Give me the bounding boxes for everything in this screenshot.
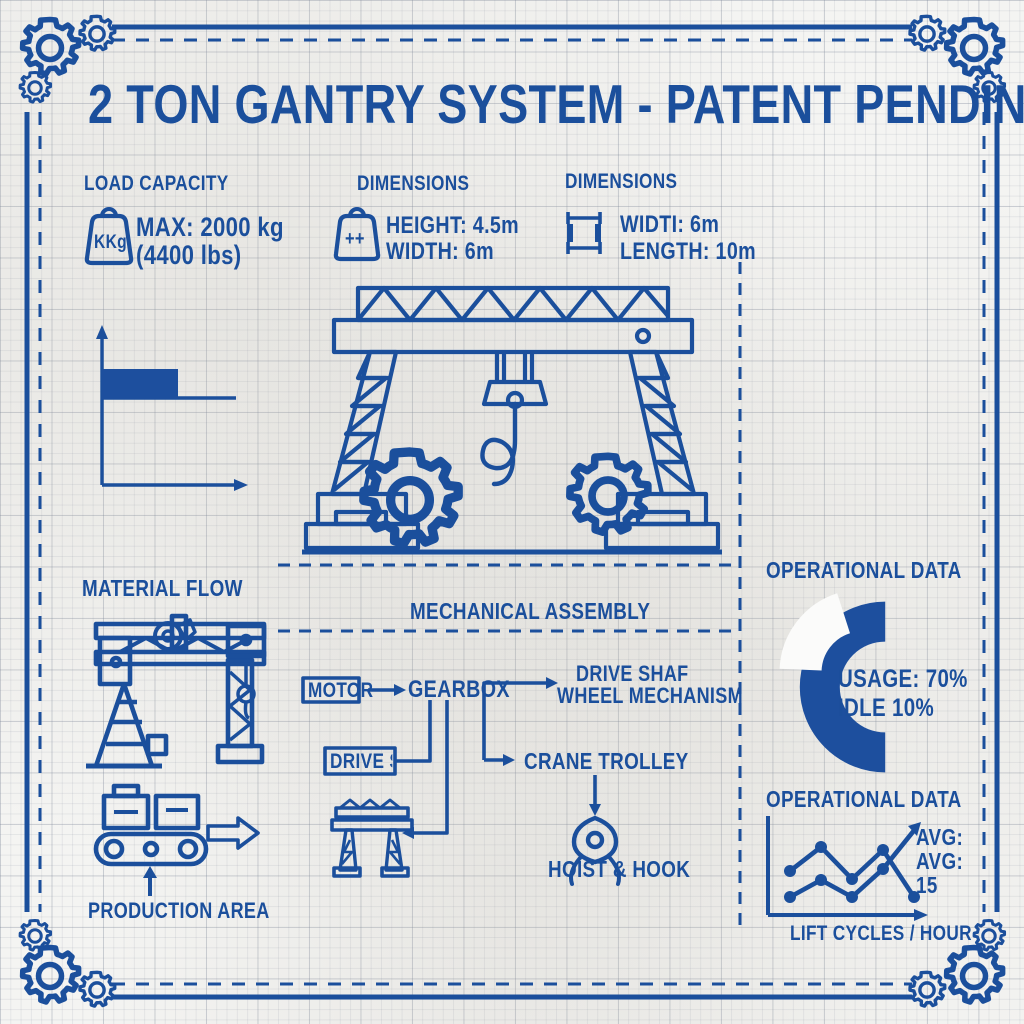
section-heading-operational-data-line: OPERATIONAL DATA [766,786,962,812]
donut-segment-idle [779,593,851,672]
cab-window [109,655,123,669]
page-title: 2 TON GANTRY SYSTEM - PATENT PENDING [88,73,1024,135]
hook-icon [480,401,518,487]
line-chart-trend-arrow [908,822,921,836]
flow-node-crane-trolley[interactable]: CRANE TROLLEY [524,748,689,774]
tower-counterweight [145,733,169,757]
donut-label-idle: IDLE 10% [838,694,935,722]
mini-gantry-icon [330,798,414,878]
line-chart-series-1 [784,841,920,903]
spec-heading-load-capacity: LOAD CAPACITY [84,172,229,195]
line-chart-x-axis-label: LIFT CYCLES / HOUR [790,922,972,945]
flow-arrowhead-drive-shaft-wheel [546,677,558,689]
operator-cab [97,635,133,687]
spec-heading-dimensions-1: DIMENSIONS [357,172,470,195]
flow-node-hoist-hook[interactable]: HOIST & HOOK [548,856,691,882]
conveyor-roller-1 [103,838,125,860]
tower-rungs [106,699,148,747]
flow-line-branch-upper [482,681,548,760]
donut-segment-usage [799,601,887,773]
spec-line-width-2: WIDTI: 6m [620,211,720,238]
flow-node-motor[interactable]: MOTOR [308,679,374,702]
flow-node-gearbox[interactable]: GEARBOX [408,676,510,703]
flow-line-gearbox-gantry [412,700,449,835]
spec-heading-dimensions-2: DIMENSIONS [565,170,678,193]
line-chart-annotation-1: AVG: [916,824,964,850]
material-flow-arrow-icon [206,816,260,850]
conveyor-belt [93,831,209,867]
bar-chart-bar [102,369,178,399]
flow-line-driveshaft-gearbox [395,700,432,763]
spec-line-load-max: MAX: 2000 kg [136,212,284,242]
production-area-arrowhead [143,866,157,878]
section-heading-mechanical-assembly: MECHANICAL ASSEMBLY [410,598,651,624]
crane-leg-left-diagonals [332,351,389,492]
spec-line-length: LENGTH: 10m [620,238,756,265]
section-heading-operational-data-donut: OPERATIONAL DATA [766,557,962,583]
trolley-pulley-icon [153,621,183,651]
spec-line-load-lbs: (4400 lbs) [136,240,242,270]
donut-label-usage: USAGE: 70% [838,665,968,693]
right-head-block [225,623,267,659]
crane-main-beam [331,317,695,355]
toolbox-icon-label: ++ [345,228,365,250]
conveyor-roller-2 [142,840,160,858]
conveyor-roller-3 [177,838,199,860]
line-chart-annotation-3: 15 [916,872,938,898]
line-chart-series-2 [784,822,921,903]
hoist-hook-icon [569,815,621,886]
weight-icon-label: KKg [94,232,128,253]
mast-head-block [169,613,189,653]
conveyor-box-1-lid [111,783,141,799]
flow-node-wheel-mechanism[interactable]: WHEEL MECHANISM [557,683,743,708]
right-column-bracing [228,670,252,742]
right-head-bolt [239,633,253,647]
conveyor-box-2 [153,793,201,831]
bar-chart-x-arrow [234,479,248,491]
crane-wheel-block-left [333,509,389,527]
right-column-base [215,743,265,765]
crane-beam-bolt [634,327,652,345]
line-chart-x-arrow [914,909,928,921]
label-production-area: PRODUCTION AREA [88,898,270,923]
crane-leg-right-diagonals [637,351,694,492]
spec-line-height: HEIGHT: 4.5m [386,212,519,239]
flow-node-drive-shaft-wheel[interactable]: DRIVE SHAF [576,661,689,686]
right-hook-tip [243,701,250,720]
flow-node-box-motor [301,676,361,704]
toolbox-icon [333,207,381,262]
hoist-block [481,379,549,407]
bar-chart-y-arrow [96,325,108,339]
weight-icon [84,207,134,266]
flow-arrowhead-hoist [589,804,601,816]
section-heading-material-flow: MATERIAL FLOW [82,575,243,601]
line-chart-annotation-2: AVG: [916,848,964,874]
flow-node-drive-shaft[interactable]: DRIVE SHA [330,750,392,773]
measure-icon [566,212,602,254]
spec-line-width: WIDTH: 6m [386,238,494,265]
flow-arrowhead-motor-gearbox [394,684,406,696]
flow-arrowhead-crane-trolley [503,754,515,766]
